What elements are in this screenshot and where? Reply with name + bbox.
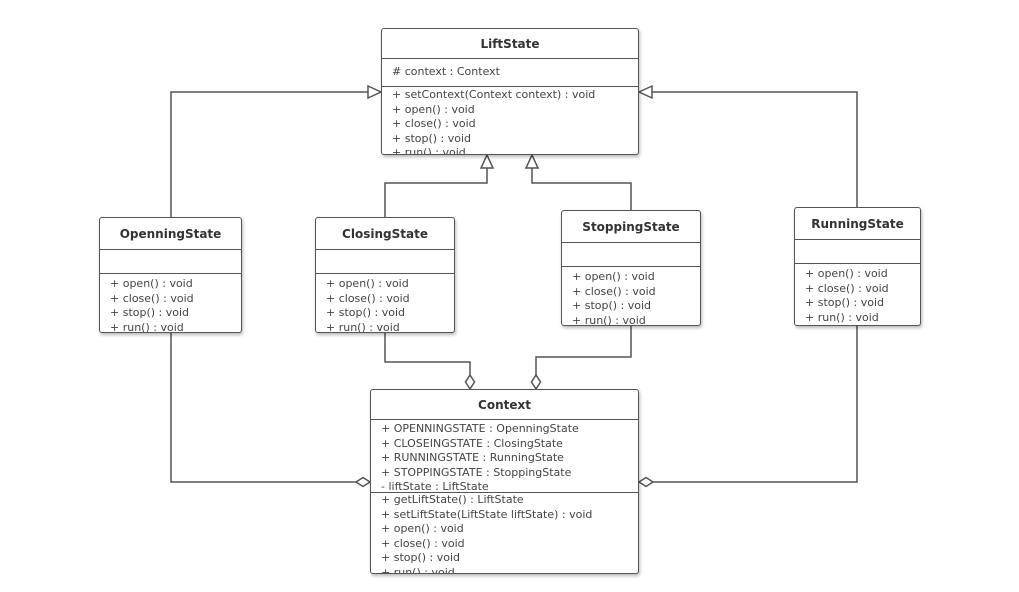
operation: + open() : void [392, 102, 475, 116]
operation: + setLiftState(LiftState liftState) : vo… [381, 507, 593, 521]
operation: + open() : void [805, 267, 888, 280]
aggregation-diamond [464, 373, 476, 391]
aggregation-diamond [637, 476, 655, 488]
attribute: + CLOSEINGSTATE : ClosingState [381, 436, 563, 450]
operation: + run() : void [805, 310, 879, 324]
class-attributes [316, 250, 454, 274]
class-operations: + open() : void + close() : void + stop(… [562, 267, 700, 326]
class-openningstate[interactable]: OpenningState + open() : void + close() … [99, 217, 242, 333]
class-operations: + getLiftState() : LiftState + setLiftSt… [371, 493, 638, 574]
class-context[interactable]: Context + OPENNINGSTATE : OpenningState … [370, 389, 639, 574]
class-liftstate[interactable]: LiftState # context : Context + setConte… [381, 28, 639, 155]
aggregation-diamond [530, 373, 542, 391]
generalization-openning-to-liftstate [170, 91, 368, 217]
class-name: Context [371, 390, 638, 420]
class-operations: + open() : void + close() : void + stop(… [795, 264, 920, 325]
aggregation-openning-to-context [170, 333, 356, 483]
attribute: + RUNNINGSTATE : RunningState [381, 451, 564, 465]
operation: + open() : void [110, 277, 193, 290]
class-operations: + setContext(Context context) : void + o… [382, 87, 638, 155]
generalization-stopping-to-liftstate [531, 168, 632, 210]
operation: + close() : void [392, 117, 476, 131]
operation: + stop() : void [381, 551, 461, 565]
generalization-arrowhead [524, 153, 540, 169]
operation: + run() : void [381, 565, 455, 574]
attribute: + STOPPINGSTATE : StoppingState [381, 465, 572, 479]
operation: + open() : void [572, 270, 655, 283]
class-name: OpenningState [100, 218, 241, 250]
operation: + run() : void [392, 146, 466, 155]
generalization-arrowhead [367, 84, 383, 100]
class-attributes: # context : Context [382, 59, 638, 87]
operation: + run() : void [110, 320, 184, 333]
class-closingstate[interactable]: ClosingState + open() : void + close() :… [315, 217, 455, 333]
class-attributes: + OPENNINGSTATE : OpenningState + CLOSEI… [371, 420, 638, 493]
operation: + close() : void [805, 281, 889, 295]
class-name: StoppingState [562, 211, 700, 243]
operation: + open() : void [326, 277, 409, 290]
operation: + getLiftState() : LiftState [381, 493, 524, 506]
aggregation-running-to-context [653, 326, 858, 483]
operation: + setContext(Context context) : void [392, 88, 596, 101]
attribute: + OPENNINGSTATE : OpenningState [381, 422, 579, 435]
aggregation-diamond [354, 476, 372, 488]
operation: + close() : void [110, 291, 194, 305]
operation: + stop() : void [805, 296, 885, 310]
operation: + stop() : void [572, 299, 652, 313]
class-attributes [562, 243, 700, 267]
aggregation-closing-to-context [384, 333, 471, 375]
operation: + run() : void [326, 320, 400, 333]
class-runningstate[interactable]: RunningState + open() : void + close() :… [794, 207, 921, 326]
operation: + close() : void [326, 291, 410, 305]
class-operations: + open() : void + close() : void + stop(… [100, 274, 241, 333]
generalization-arrowhead [637, 84, 653, 100]
operation: + close() : void [381, 536, 465, 550]
attribute: - liftState : LiftState [381, 480, 489, 494]
class-attributes [795, 240, 920, 264]
generalization-arrowhead [479, 153, 495, 169]
class-name: LiftState [382, 29, 638, 59]
attribute: # context : Context [392, 65, 500, 78]
class-name: ClosingState [316, 218, 454, 250]
generalization-running-to-liftstate [652, 91, 858, 207]
operation: + stop() : void [392, 131, 472, 145]
class-stoppingstate[interactable]: StoppingState + open() : void + close() … [561, 210, 701, 326]
operation: + open() : void [381, 522, 464, 536]
operation: + close() : void [572, 284, 656, 298]
generalization-closing-to-liftstate [384, 168, 488, 217]
class-attributes [100, 250, 241, 274]
class-operations: + open() : void + close() : void + stop(… [316, 274, 454, 333]
aggregation-stopping-to-context [535, 326, 632, 375]
class-name: RunningState [795, 208, 920, 240]
operation: + run() : void [572, 313, 646, 326]
operation: + stop() : void [110, 306, 190, 320]
operation: + stop() : void [326, 306, 406, 320]
